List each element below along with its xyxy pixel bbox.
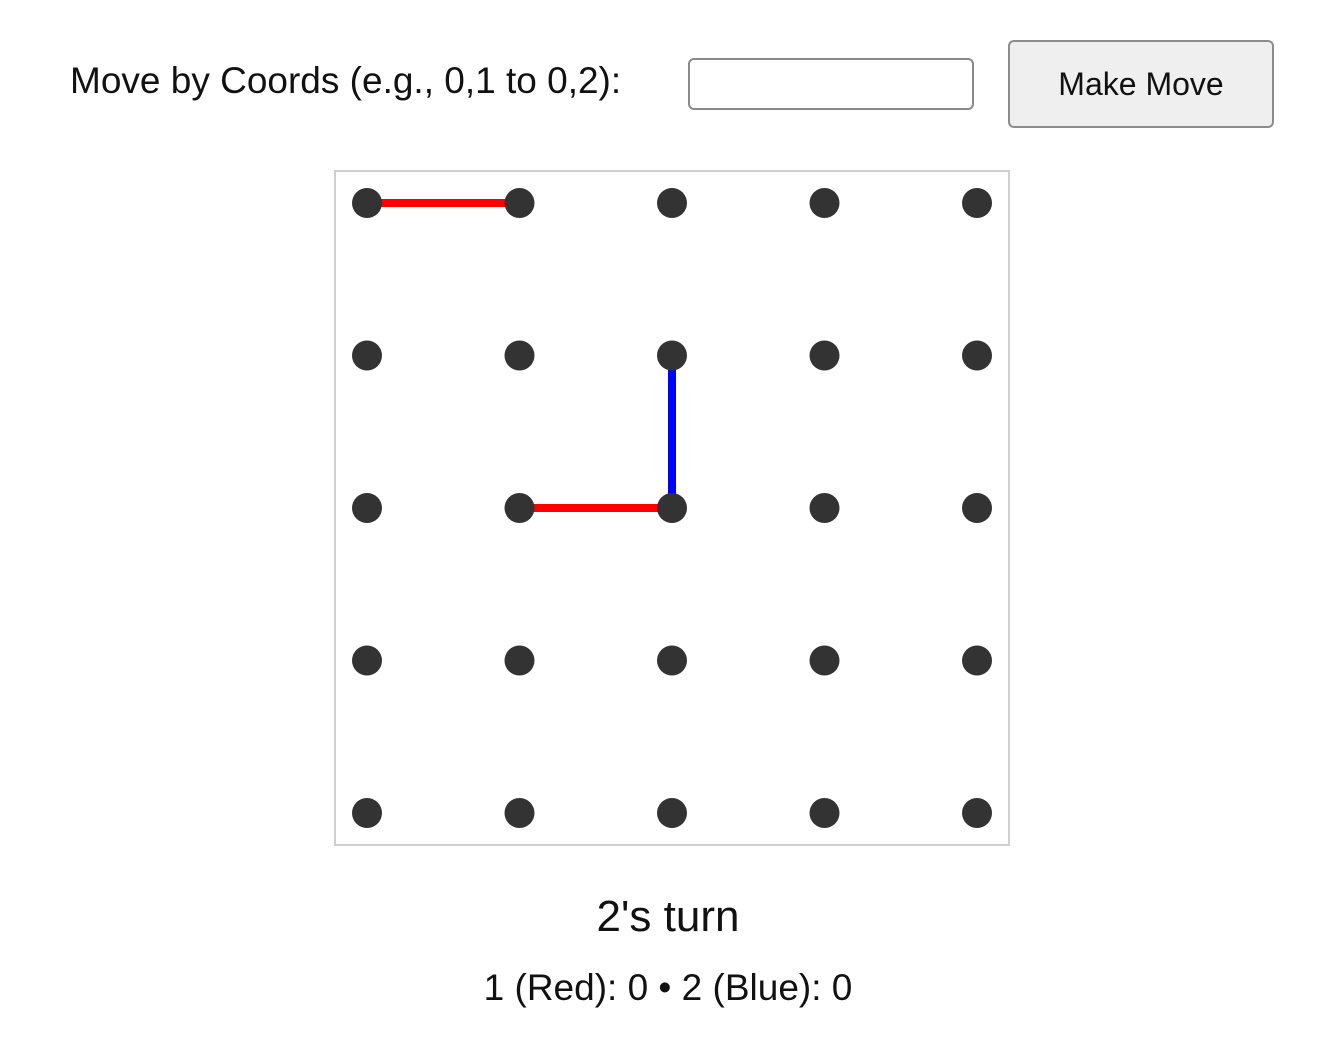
dot-4-3[interactable] xyxy=(809,798,840,828)
dot-1-4[interactable] xyxy=(962,340,992,371)
dot-0-2[interactable] xyxy=(657,188,687,218)
dot-0-4[interactable] xyxy=(962,188,992,218)
dot-3-3[interactable] xyxy=(809,645,840,676)
dot-2-0[interactable] xyxy=(352,493,382,523)
dot-3-4[interactable] xyxy=(962,645,992,676)
dot-2-2[interactable] xyxy=(657,493,687,523)
drawn-lines xyxy=(367,199,676,512)
move-coords-input[interactable] xyxy=(688,58,974,110)
dot-2-3[interactable] xyxy=(809,493,840,523)
dot-0-0[interactable] xyxy=(352,188,382,218)
game-board xyxy=(334,170,1010,846)
dot-3-2[interactable] xyxy=(657,645,687,676)
dot-4-2[interactable] xyxy=(657,798,687,828)
dot-1-0[interactable] xyxy=(352,340,382,371)
dot-grid xyxy=(352,188,992,828)
dot-3-1[interactable] xyxy=(504,645,535,676)
dot-4-0[interactable] xyxy=(352,798,382,828)
score-display: 1 (Red): 0 • 2 (Blue): 0 xyxy=(483,967,853,1008)
turn-indicator: 2's turn xyxy=(596,892,740,941)
dot-1-3[interactable] xyxy=(809,340,840,371)
board-canvas xyxy=(352,188,992,828)
dot-4-4[interactable] xyxy=(962,798,992,828)
dot-2-1[interactable] xyxy=(504,493,535,523)
make-move-button[interactable]: Make Move xyxy=(1008,40,1274,128)
dot-0-3[interactable] xyxy=(809,188,840,218)
dot-1-2[interactable] xyxy=(657,340,687,371)
dot-1-1[interactable] xyxy=(504,340,535,371)
move-coords-label: Move by Coords (e.g., 0,1 to 0,2): xyxy=(70,60,622,101)
dot-2-4[interactable] xyxy=(962,493,992,523)
dot-0-1[interactable] xyxy=(504,188,535,218)
dot-3-0[interactable] xyxy=(352,645,382,676)
dot-4-1[interactable] xyxy=(504,798,535,828)
